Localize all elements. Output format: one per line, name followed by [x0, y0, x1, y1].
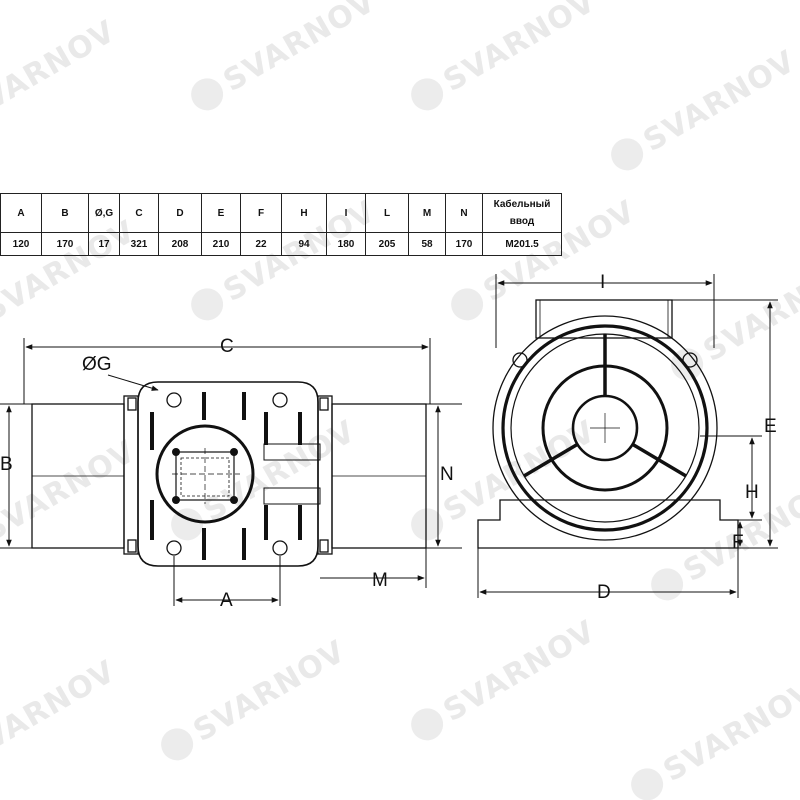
front-dimensions: [0, 338, 462, 606]
left-flange: [123, 395, 139, 555]
dim-label-d: D: [597, 582, 611, 603]
value-cell-cable-entry: M201.5: [482, 232, 562, 256]
header-cell-h: H: [281, 193, 327, 233]
mounting-hole: [272, 540, 288, 556]
top-block: [535, 299, 673, 339]
dim-label-i: I: [600, 272, 605, 293]
dim-label-m: M: [372, 570, 388, 591]
dim-label-b: B: [0, 454, 13, 475]
main-body: [137, 381, 319, 567]
center-disk: [155, 424, 255, 524]
base-feet: [477, 499, 739, 549]
mounting-hole: [166, 392, 182, 408]
dim-label-f: F: [732, 532, 744, 553]
dim-label-n: N: [440, 464, 454, 485]
header-cell-n: N: [445, 193, 483, 233]
header-cell-i: I: [326, 193, 366, 233]
header-cell-c: C: [119, 193, 159, 233]
header-cell-f: F: [240, 193, 282, 233]
dim-label-og: ØG: [82, 354, 112, 375]
dim-label-e: E: [764, 416, 777, 437]
mounting-hole: [272, 392, 288, 408]
side-dimensions: [477, 274, 778, 598]
side-view: [477, 299, 739, 549]
mounting-hole: [166, 540, 182, 556]
dim-label-a: A: [220, 590, 233, 611]
header-cell-b: B: [41, 193, 89, 233]
dim-label-c: C: [220, 336, 234, 357]
header-cell-m: M: [408, 193, 446, 233]
header-cell-d: D: [158, 193, 202, 233]
outer-housing: [492, 315, 718, 541]
header-cell-a: A: [0, 193, 42, 233]
header-cell-l: L: [365, 193, 409, 233]
table-values-row: 120 170 17 321 208 210 22 94 180 205 58 …: [0, 232, 562, 256]
front-view: [31, 381, 427, 567]
right-flange: [317, 395, 333, 555]
dim-label-h: H: [745, 482, 759, 503]
